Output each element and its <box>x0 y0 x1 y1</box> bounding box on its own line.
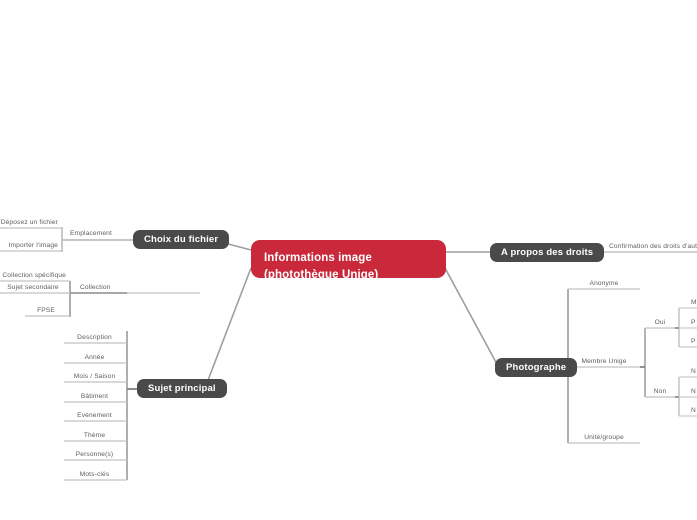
leaf-annee[interactable]: Année <box>84 354 105 361</box>
leaf-evenement[interactable]: Evènement <box>77 412 112 419</box>
leaf-personne-s[interactable]: Personne(s) <box>75 451 114 458</box>
leaf-importer-l-image[interactable]: Importer l'image <box>8 242 58 249</box>
leaf-membre-unige[interactable]: Membre Unige <box>581 358 627 365</box>
branch-node-photographe[interactable]: Photographe <box>495 358 578 377</box>
leaf-oui-child-1[interactable]: M <box>691 299 697 306</box>
leaf-non[interactable]: Non <box>653 388 667 395</box>
leaf-theme[interactable]: Thème <box>83 432 106 439</box>
branch-label-a-propos-des-droits: A propos des droits <box>501 247 594 258</box>
leaf-anonyme[interactable]: Anonyme <box>589 280 619 287</box>
root-node[interactable]: Informations image (photothèque Unige) <box>251 240 446 281</box>
leaf-sujet-secondaire[interactable]: Sujet secondaire <box>7 284 59 291</box>
leaf-collection-specifique[interactable]: Collection spécifique <box>2 272 66 279</box>
leaf-mots-cles[interactable]: Mots-clés <box>79 471 110 478</box>
leaf-fpse[interactable]: FPSE <box>37 307 55 314</box>
leaf-deposez-un-fichier[interactable]: Déposez un fichier <box>0 219 58 226</box>
branch-label-choix-du-fichier: Choix du fichier <box>144 234 219 245</box>
leaf-non-child-2[interactable]: N <box>691 388 696 395</box>
branch-node-choix-du-fichier[interactable]: Choix du fichier <box>133 230 230 249</box>
leaf-oui-child-3[interactable]: P <box>691 338 696 345</box>
edge-label-emplacement: Emplacement <box>70 230 112 237</box>
leaf-mois-saison[interactable]: Mois / Saison <box>73 373 116 380</box>
leaf-oui[interactable]: Oui <box>654 319 666 326</box>
leaf-confirmation-des-droits-d-auteur[interactable]: Confirmation des droits d'auteur <box>609 243 697 250</box>
edge-label-collection: Collection <box>80 284 111 291</box>
branch-node-a-propos-des-droits[interactable]: A propos des droits <box>490 243 605 262</box>
branch-label-sujet-principal: Sujet principal <box>148 383 216 394</box>
root-node-label: Informations image (photothèque Unige) <box>264 252 379 281</box>
branch-label-photographe: Photographe <box>506 362 567 373</box>
leaf-batiment[interactable]: Bâtiment <box>80 393 109 400</box>
leaf-description[interactable]: Description <box>77 334 112 341</box>
leaf-oui-child-2[interactable]: P <box>691 319 696 326</box>
branch-node-sujet-principal[interactable]: Sujet principal <box>137 379 227 398</box>
leaf-non-child-1[interactable]: N <box>691 368 696 375</box>
leaf-unite-groupe[interactable]: Unité/groupe <box>584 434 624 441</box>
leaf-non-child-3[interactable]: N <box>691 407 696 414</box>
